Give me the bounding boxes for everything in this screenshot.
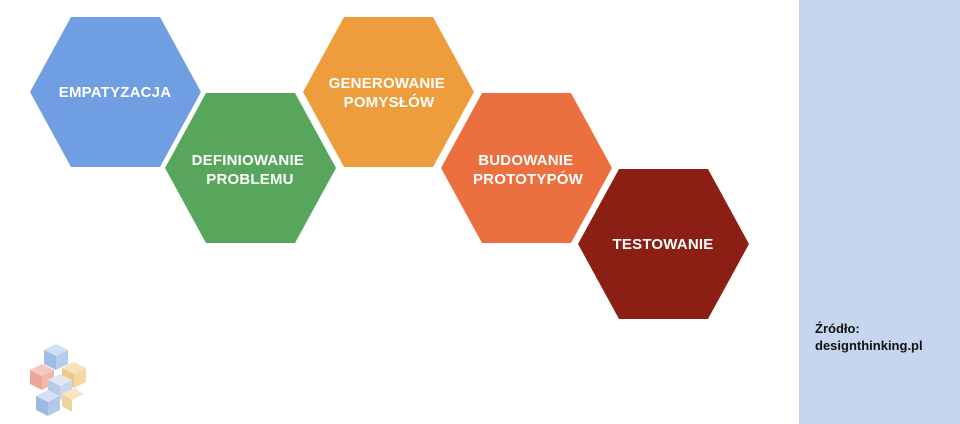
hex-step-testowanie: TESTOWANIE (578, 169, 749, 319)
hex-step-definiowanie-problemu: DEFINIOWANIE PROBLEMU (165, 93, 336, 243)
hex-step-generowanie-pomyslow: GENEROWANIE POMYSŁÓW (303, 17, 474, 167)
svg-text:DEFINIOWANIE PROBLEMU: DEFINIOWANIE PROBLEMU (192, 152, 309, 188)
source-site: designthinking.pl (815, 338, 923, 353)
hexagon-shape (30, 17, 201, 167)
step-label-line: PROBLEMU (206, 171, 293, 188)
step-label-line: BUDOWANIE (478, 152, 573, 169)
step-label-line: PROTOTYPÓW (473, 170, 584, 188)
step-label-line: EMPATYZACJA (59, 84, 171, 101)
hexagon-shape (303, 17, 474, 167)
hex-step-budowanie-prototypow: BUDOWANIE PROTOTYPÓW (441, 93, 612, 243)
step-label-line: GENEROWANIE (329, 75, 445, 92)
design-thinking-diagram: EMPATYZACJA DEFINIOWANIE PROBLEMU GENERO… (30, 17, 749, 319)
hex-step-empatyzacja: EMPATYZACJA (30, 17, 201, 167)
hexagon-shape (165, 93, 336, 243)
svg-text:BUDOWANIE PROTOTYPÓW: BUDOWANIE PROTOTYPÓW (473, 152, 584, 188)
step-label-line: POMYSŁÓW (344, 93, 435, 111)
step-label-line: DEFINIOWANIE (192, 152, 304, 169)
stacked-cubes-logo-icon (30, 344, 86, 416)
side-panel: Źródło: designthinking.pl (799, 0, 960, 424)
svg-text:GENEROWANIE POMYSŁÓW: GENEROWANIE POMYSŁÓW (329, 75, 450, 111)
svg-text:EMPATYZACJA: EMPATYZACJA (59, 84, 171, 101)
source-label: Źródło: (815, 321, 860, 336)
hexagon-shape (441, 93, 612, 243)
hexagon-shape (578, 169, 749, 319)
step-label-line: TESTOWANIE (613, 236, 714, 253)
svg-text:TESTOWANIE: TESTOWANIE (613, 236, 714, 253)
source-credit: Źródło: designthinking.pl (815, 320, 923, 354)
